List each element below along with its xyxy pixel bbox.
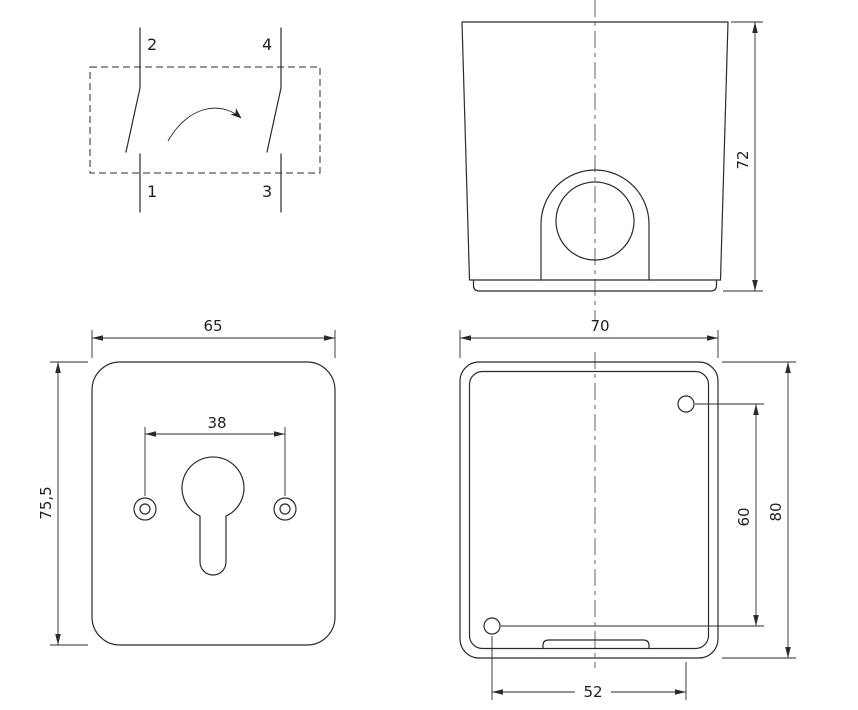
front-plate-outline	[91, 361, 336, 646]
dim-label-75-5: 75,5	[37, 486, 55, 519]
dim-label-72: 72	[734, 150, 752, 169]
dim-label-60: 60	[735, 507, 753, 526]
front-view	[91, 361, 336, 646]
side-view	[461, 21, 729, 292]
screw-hole-left-inner	[139, 503, 151, 515]
housing-outline	[461, 21, 729, 281]
dimension-70: 70	[459, 317, 719, 358]
dim-label-38: 38	[207, 414, 226, 432]
dim-label-70: 70	[590, 317, 609, 335]
terminal-label-3: 3	[262, 182, 272, 201]
screw-hole-right-outer	[273, 497, 297, 521]
housing-base-lip	[472, 279, 718, 292]
dimension-72: 72	[723, 21, 763, 292]
switch-blade-right	[266, 87, 282, 153]
dimension-38: 38	[144, 414, 286, 496]
dim-label-52: 52	[583, 683, 602, 701]
box-inner-outline	[468, 370, 710, 650]
terminal-label-1: 1	[147, 182, 157, 201]
dimension-60: 60	[501, 403, 764, 627]
back-view	[459, 361, 719, 659]
cable-entry-dome	[540, 169, 650, 281]
screw-hole-left-outer	[133, 497, 157, 521]
cable-entry-hole	[555, 181, 635, 261]
rotation-arrow	[167, 107, 242, 142]
dimension-80: 80	[722, 361, 796, 659]
fixing-hole-bottom-left	[483, 617, 501, 635]
dim-label-65: 65	[203, 317, 222, 335]
keyhole-cutout	[181, 456, 245, 576]
dim-label-80: 80	[767, 502, 785, 521]
switch-schematic: 2 4 1 3	[89, 27, 321, 213]
bottom-clip-tab	[542, 639, 650, 650]
dimension-75-5: 75,5	[37, 361, 88, 646]
terminal-label-4: 4	[262, 35, 272, 54]
screw-hole-right-inner	[279, 503, 291, 515]
terminal-label-2: 2	[147, 35, 157, 54]
dimension-65: 65	[91, 317, 336, 358]
switch-blade-left	[125, 87, 141, 153]
box-outer-outline	[459, 361, 719, 659]
fixing-hole-top-right	[677, 395, 695, 413]
dimension-52: 52	[491, 636, 687, 701]
schematic-boundary-box	[89, 66, 321, 174]
label-backing	[575, 682, 611, 699]
